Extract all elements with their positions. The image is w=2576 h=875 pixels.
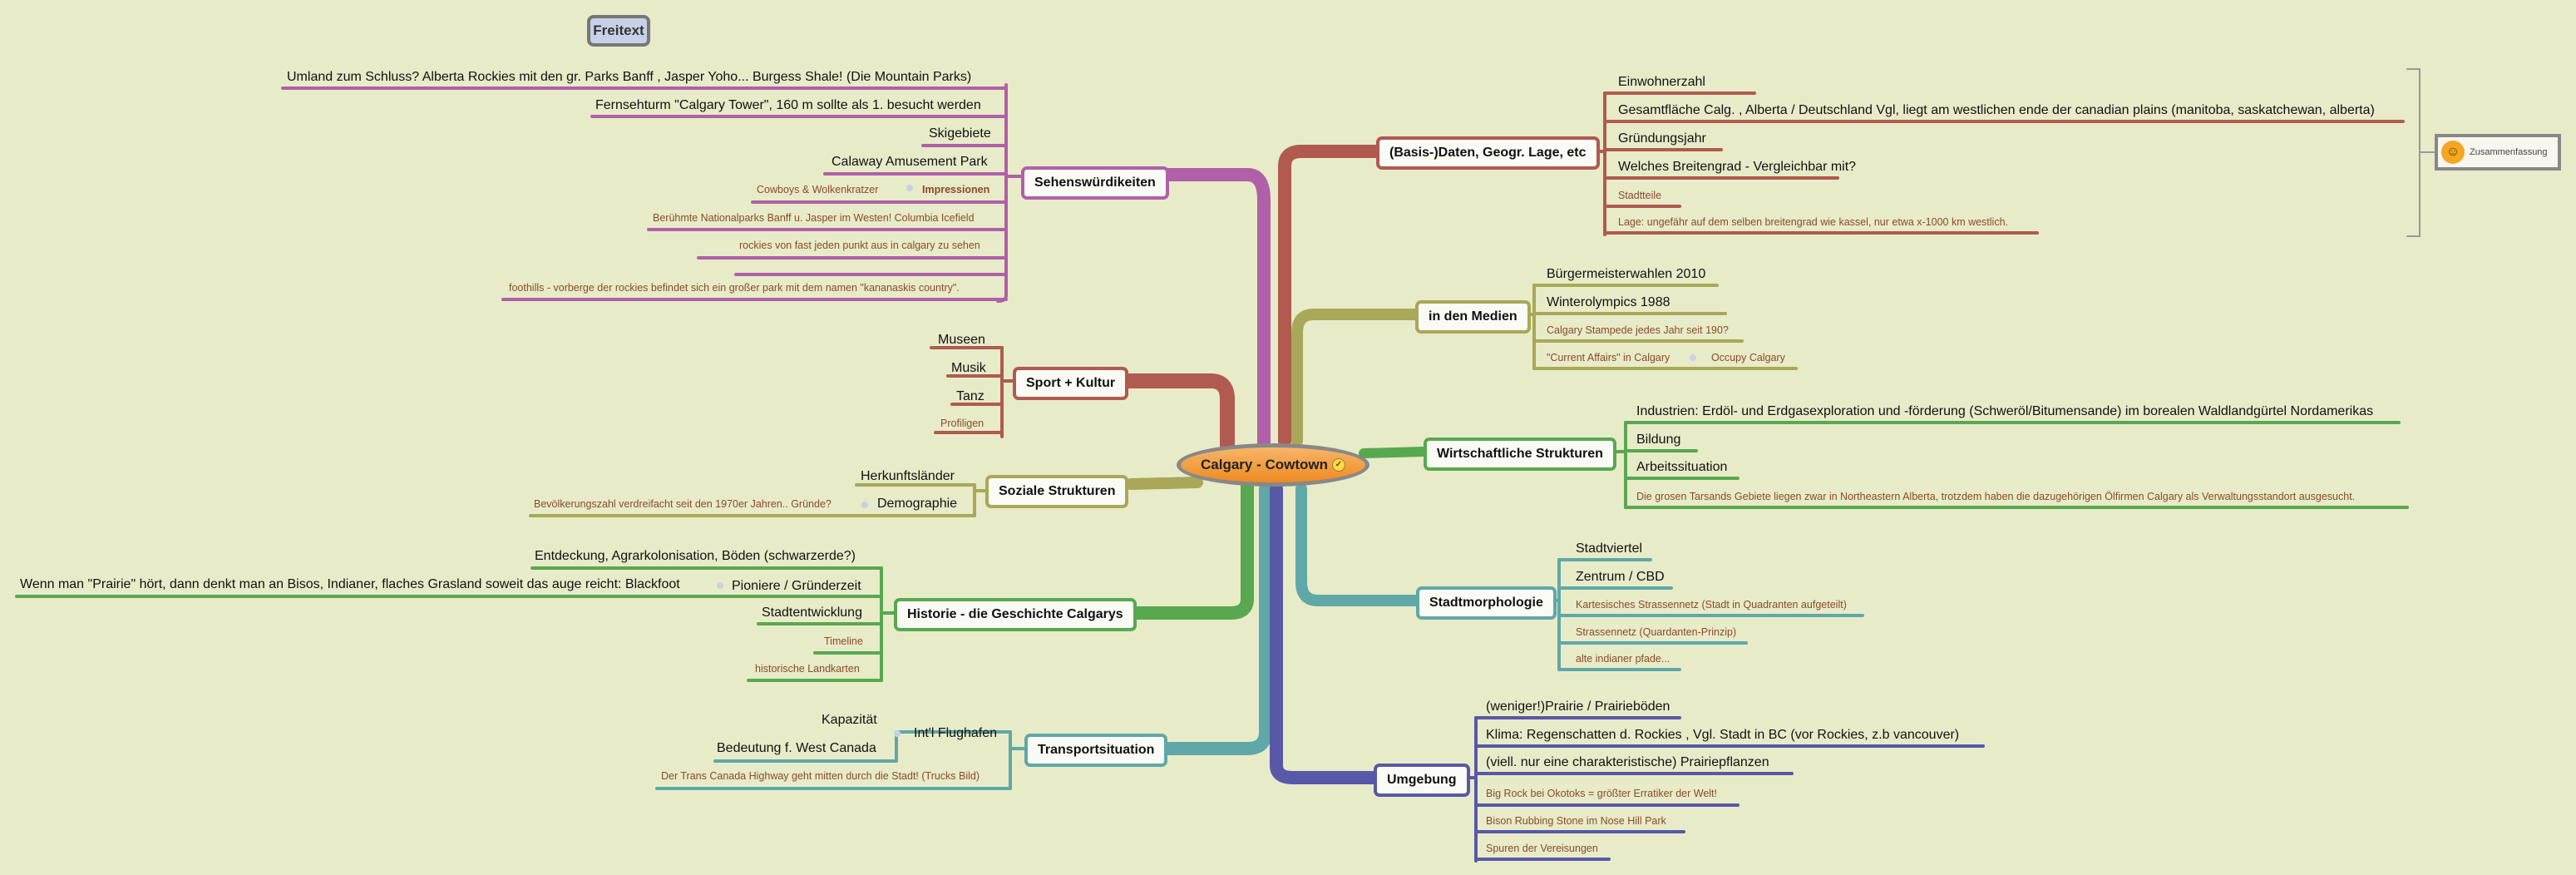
leaf-item[interactable]: Bildung (1636, 433, 1681, 447)
leaf-item[interactable]: Stadtentwicklung (762, 606, 862, 620)
freitext-button[interactable]: Freitext (587, 15, 650, 47)
topic-soziale-strukturen[interactable]: Soziale Strukturen (985, 475, 1129, 508)
dot (717, 582, 723, 589)
dot (894, 730, 901, 737)
dot (1690, 354, 1696, 361)
leaf-item[interactable]: Stadtviertel (1576, 541, 1643, 556)
leaf-item[interactable]: Museen (938, 333, 985, 347)
topic-in-den-medien[interactable]: in den Medien (1415, 300, 1531, 334)
note-item[interactable]: Berühmte Nationalparks Banff u. Jasper i… (653, 212, 975, 224)
note-item[interactable]: Lage: ungefähr auf dem selben breitengra… (1618, 216, 2009, 228)
note-item[interactable]: Timeline (824, 635, 863, 647)
note-item[interactable]: Bison Rubbing Stone im Nose Hill Park (1486, 815, 1666, 827)
note-item[interactable]: Kartesisches Strassennetz (Stadt in Quad… (1576, 599, 1847, 611)
summary-label: Zusammenfassung (2470, 147, 2548, 157)
leaf-item[interactable]: Musik (951, 361, 986, 375)
leaf-item[interactable]: Klima: Regenschatten d. Rockies , Vgl. S… (1486, 728, 1960, 742)
leaf-item[interactable]: Herkunftsländer (861, 469, 955, 483)
leaf-item[interactable]: (viell. nur eine charakteristische) Prai… (1486, 755, 1769, 769)
dot (861, 502, 868, 508)
leaf-item[interactable]: Industrien: Erdöl- und Erdgasexploration… (1636, 404, 2374, 418)
dot (906, 185, 913, 191)
leaf-item[interactable]: Gesamtfläche Calg. , Alberta / Deutschla… (1618, 103, 2375, 117)
leaf-item[interactable]: Entdeckung, Agrarkolonisation, Böden (sc… (535, 549, 856, 563)
smiley-icon: ☺ (2441, 141, 2465, 164)
topic-sehenswuerdigkeiten[interactable]: Sehenswürdikeiten (1021, 166, 1169, 200)
leaf-item[interactable]: Pioniere / Gründerzeit (732, 579, 861, 593)
topic-basisdaten[interactable]: (Basis-)Daten, Geogr. Lage, etc (1376, 136, 1600, 170)
note-item[interactable]: Der Trans Canada Highway geht mitten dur… (661, 770, 980, 782)
leaf-item[interactable]: Skigebiete (929, 126, 991, 141)
note-item[interactable]: Die grosen Tarsands Gebiete liegen zwar … (1636, 491, 2356, 502)
central-topic[interactable]: Calgary - Cowtown ✓ (1177, 443, 1369, 487)
leaf-item[interactable]: Zentrum / CBD (1576, 570, 1665, 584)
topic-transportsituation[interactable]: Transportsituation (1024, 734, 1168, 767)
note-item[interactable]: historische Landkarten (755, 663, 860, 675)
leaf-item[interactable]: Kapazität (822, 713, 877, 727)
note-item[interactable]: Spuren der Vereisungen (1486, 843, 1598, 854)
note-item[interactable]: Strassennetz (Quardanten-Prinzip) (1576, 626, 1737, 638)
leaf-item[interactable]: Arbeitssituation (1636, 460, 1728, 474)
leaf-item[interactable]: Gründungsjahr (1618, 131, 1706, 146)
note-item[interactable]: alte indianer pfade... (1576, 653, 1670, 665)
central-topic-label: Calgary - Cowtown (1200, 457, 1328, 472)
leaf-item[interactable]: Fernsehturm "Calgary Tower", 160 m sollt… (595, 98, 981, 112)
note-item[interactable]: Bevölkerungszahl verdreifacht seit den 1… (534, 498, 832, 510)
topic-sport-kultur[interactable]: Sport + Kultur (1013, 367, 1129, 400)
leaf-item[interactable]: Tanz (956, 389, 985, 403)
leaf-item[interactable]: Demographie (877, 497, 958, 511)
leaf-item[interactable]: Int'l Flughafen (914, 726, 998, 740)
note-item[interactable]: foothills - vorberge der rockies befinde… (509, 282, 960, 294)
topic-umgebung[interactable]: Umgebung (1374, 764, 1470, 797)
note-item[interactable]: Profiligen (940, 418, 985, 429)
topic-stadtmorphologie[interactable]: Stadtmorphologie (1416, 586, 1557, 620)
check-icon: ✓ (1332, 458, 1345, 472)
note-item[interactable]: Calgary Stampede jedes Jahr seit 190? (1547, 324, 1729, 336)
leaf-item[interactable]: Welches Breitengrad - Vergleichbar mit? (1618, 160, 1857, 174)
summary-box[interactable]: ☺ Zusammenfassung (2435, 134, 2561, 171)
leaf-item[interactable]: Bedeutung f. West Canada (717, 741, 876, 755)
note-item[interactable]: Impressionen (922, 184, 990, 195)
topic-historie[interactable]: Historie - die Geschichte Calgarys (894, 598, 1137, 631)
leaf-item[interactable]: Wenn man "Prairie" hört, dann denkt man … (20, 577, 680, 591)
topic-wirtschaftliche-strukturen[interactable]: Wirtschaftliche Strukturen (1424, 438, 1616, 471)
note-item[interactable]: Occupy Calgary (1711, 352, 1785, 363)
note-item[interactable]: Cowboys & Wolkenkratzer (757, 184, 879, 195)
note-item[interactable]: Stadtteile (1618, 190, 1662, 201)
note-item[interactable]: Big Rock bei Okotoks = größter Erratiker… (1486, 788, 1717, 799)
leaf-item[interactable]: Einwohnerzahl (1618, 75, 1705, 89)
leaf-item[interactable]: Umland zum Schluss? Alberta Rockies mit … (287, 70, 972, 84)
note-item[interactable]: rockies von fast jeden punkt aus in calg… (739, 240, 980, 251)
leaf-item[interactable]: (weniger!)Prairie / Prairieböden (1486, 700, 1670, 714)
note-item[interactable]: "Current Affairs" in Calgary (1547, 352, 1670, 363)
leaf-item[interactable]: Winterolympics 1988 (1547, 295, 1670, 309)
leaf-item[interactable]: Bürgermeisterwahlen 2010 (1547, 267, 1706, 281)
leaf-item[interactable]: Calaway Amusement Park (832, 155, 988, 169)
